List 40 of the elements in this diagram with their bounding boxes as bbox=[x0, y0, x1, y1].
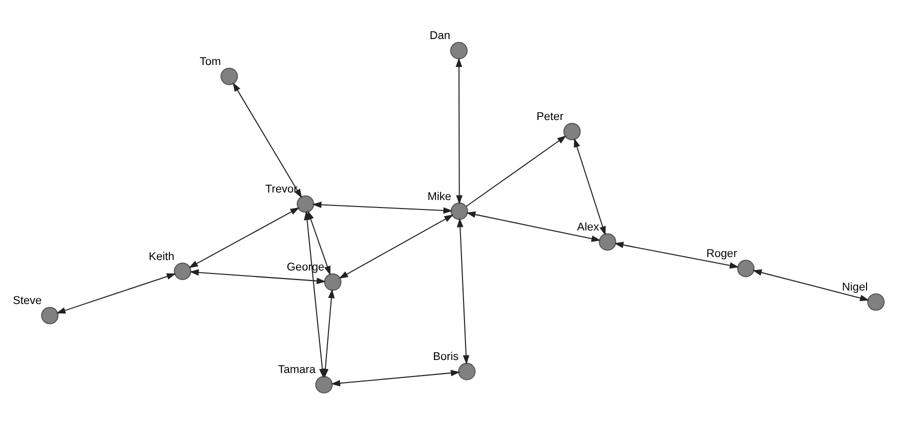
node-circle bbox=[174, 262, 192, 280]
node-circle bbox=[324, 272, 342, 290]
arrow bbox=[456, 57, 463, 204]
arrow bbox=[456, 217, 470, 364]
node-circle bbox=[737, 259, 755, 277]
node-label: Peter bbox=[536, 110, 564, 123]
node-label: Mike bbox=[427, 190, 452, 202]
node-circle bbox=[220, 67, 238, 85]
arrow bbox=[466, 210, 601, 242]
arrow bbox=[56, 272, 176, 314]
arrow bbox=[322, 288, 335, 378]
arrow bbox=[312, 201, 453, 214]
node-circle bbox=[458, 362, 476, 380]
node-circle bbox=[296, 194, 314, 212]
node-label: Tamara bbox=[278, 364, 316, 376]
node-label: Keith bbox=[148, 250, 174, 262]
node-label: Roger bbox=[706, 248, 738, 260]
node-circle bbox=[450, 202, 468, 220]
node-label: Steve bbox=[12, 294, 42, 307]
node-circle bbox=[563, 122, 581, 140]
node-circle bbox=[315, 375, 333, 393]
node-label: Nigel bbox=[842, 281, 868, 294]
node-circle bbox=[598, 232, 616, 250]
arrow bbox=[188, 206, 300, 268]
arrow bbox=[308, 210, 330, 275]
node-label: Alex bbox=[577, 220, 599, 233]
arrow bbox=[338, 214, 454, 278]
arrow bbox=[232, 82, 302, 198]
node-circle bbox=[41, 306, 59, 324]
arrow bbox=[752, 268, 870, 301]
arrow bbox=[190, 268, 326, 284]
node-circle bbox=[450, 41, 468, 59]
node-circle bbox=[867, 292, 885, 310]
node-label: Dan bbox=[430, 30, 450, 42]
arrow bbox=[330, 369, 460, 386]
arrow bbox=[574, 138, 606, 236]
node-label: Boris bbox=[432, 350, 459, 363]
node-label: Tom bbox=[200, 55, 221, 68]
arrow bbox=[466, 134, 566, 206]
arrow bbox=[614, 241, 739, 268]
